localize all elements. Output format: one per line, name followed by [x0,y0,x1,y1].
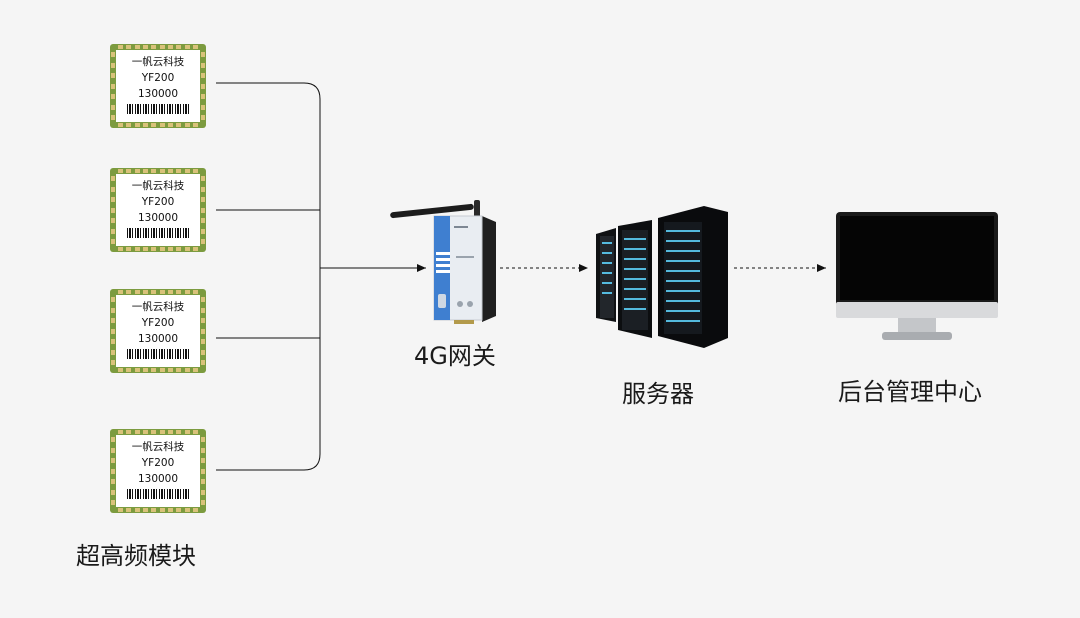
module-serial: 130000 [137,212,179,224]
module-brand: 一帆云科技 [131,301,185,313]
uhf-module-1: 一帆云科技 YF200 130000 [110,44,206,128]
barcode-icon [127,489,189,499]
uhf-module-2: 一帆云科技 YF200 130000 [110,168,206,252]
module-model: YF200 [141,317,175,329]
module-brand: 一帆云科技 [131,56,185,68]
monitor-icon [836,212,998,344]
uhf-module-4: 一帆云科技 YF200 130000 [110,429,206,513]
module-serial: 130000 [137,88,179,100]
module-model: YF200 [141,72,175,84]
server-rack-icon [592,202,732,352]
wire-module-4 [216,268,321,471]
gateway-4g-icon [388,196,498,324]
module-label: 一帆云科技 YF200 130000 [116,435,200,507]
server-caption: 服务器 [622,380,694,408]
module-serial: 130000 [137,473,179,485]
modules-caption: 超高频模块 [76,542,196,570]
module-brand: 一帆云科技 [131,180,185,192]
barcode-icon [127,349,189,359]
wire-module-1 [216,82,321,268]
gateway-caption: 4G网关 [414,342,496,370]
module-brand: 一帆云科技 [131,441,185,453]
module-label: 一帆云科技 YF200 130000 [116,295,200,367]
barcode-icon [127,104,189,114]
barcode-icon [127,228,189,238]
module-serial: 130000 [137,333,179,345]
module-model: YF200 [141,196,175,208]
module-model: YF200 [141,457,175,469]
module-label: 一帆云科技 YF200 130000 [116,174,200,246]
uhf-module-3: 一帆云科技 YF200 130000 [110,289,206,373]
backend-caption: 后台管理中心 [838,378,982,406]
module-label: 一帆云科技 YF200 130000 [116,50,200,122]
